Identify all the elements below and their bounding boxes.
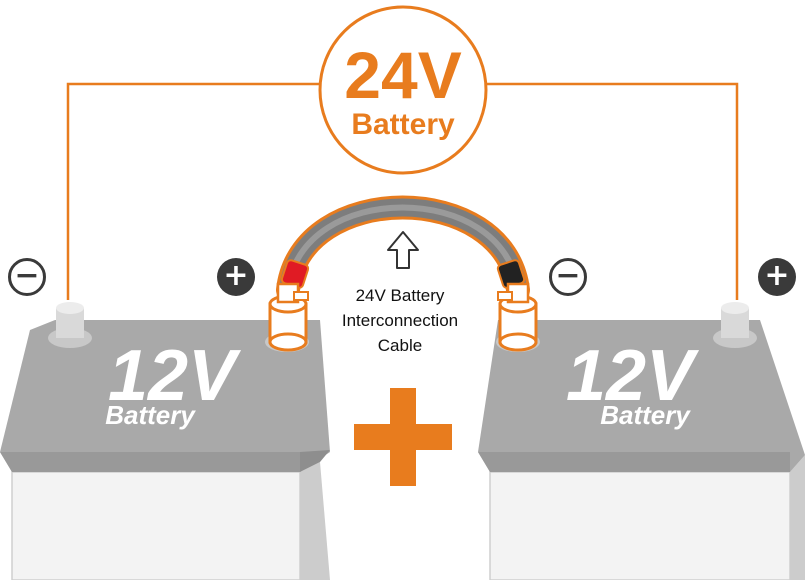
series-plus-icon <box>354 388 452 486</box>
right-battery-negative-icon: − <box>549 258 587 296</box>
total-voltage-text: 24V <box>344 38 461 112</box>
cable-label-line2: Interconnection <box>341 311 459 330</box>
battery-right-voltage: 12V <box>566 336 700 416</box>
battery-right <box>478 302 805 580</box>
left-battery-positive-icon: + <box>217 258 255 296</box>
total-voltage-circle <box>318 5 488 175</box>
battery-left-voltage: 12V <box>108 336 242 416</box>
left-battery-negative-icon: − <box>8 258 46 296</box>
cable-label-line3: Cable <box>377 336 423 355</box>
interconnection-cable <box>276 195 530 302</box>
up-arrow-icon <box>387 231 419 269</box>
total-battery-label: Battery <box>351 108 455 141</box>
cable-label-line1: 24V Battery <box>355 286 445 305</box>
right-battery-positive-icon: + <box>758 258 796 296</box>
battery-left-label: Battery <box>105 400 196 430</box>
battery-left <box>0 302 330 580</box>
clamp-left <box>268 282 309 352</box>
cable-label: 24V Battery Interconnection Cable <box>325 283 475 358</box>
clamp-right <box>497 282 538 352</box>
series-wire <box>66 82 739 300</box>
battery-right-label: Battery <box>600 400 691 430</box>
